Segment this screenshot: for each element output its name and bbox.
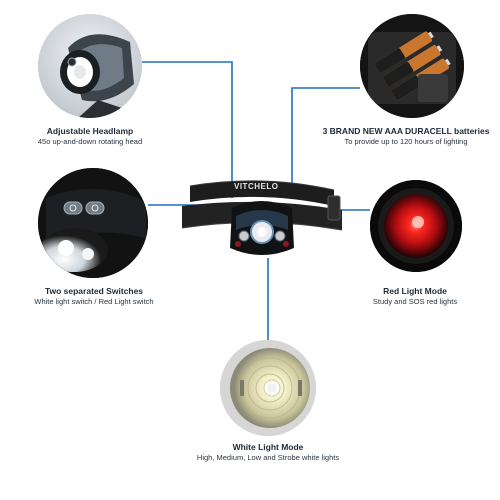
white-mode-feature-label: White Light Mode High, Medium, Low and S… [168, 442, 368, 462]
headlamp-feature-label: Adjustable Headlamp 45o up-and-down rota… [20, 126, 160, 146]
red-mode-closeup-image [370, 180, 462, 272]
headlamp-product: VITCHELO [178, 172, 346, 264]
white-mode-closeup-circle [220, 340, 316, 436]
white-mode-feature-description: High, Medium, Low and Strobe white light… [196, 452, 340, 462]
switches-feature-title: Two separated Switches [44, 286, 144, 296]
switches-feature-description: White light switch / Red Light switch [34, 296, 154, 306]
red-mode-closeup-circle [370, 180, 462, 272]
red-mode-feature-label: Red Light Mode Study and SOS red lights [340, 286, 490, 306]
headlamp-closeup-circle [38, 14, 142, 118]
batteries-closeup-circle [360, 14, 464, 118]
white-mode-closeup-image [220, 340, 316, 436]
switches-feature-label: Two separated Switches White light switc… [14, 286, 174, 306]
batteries-feature-label: 3 BRAND NEW AAA DURACELL batteries To pr… [316, 126, 496, 146]
switches-closeup-image [38, 168, 148, 278]
batteries-feature-description: To provide up to 120 hours of lighting [344, 136, 468, 146]
connector-batteries [291, 87, 360, 198]
batteries-feature-title: 3 BRAND NEW AAA DURACELL batteries [322, 126, 490, 136]
headlamp-product-image [181, 180, 343, 255]
red-mode-feature-title: Red Light Mode [383, 286, 447, 296]
white-mode-feature-title: White Light Mode [232, 442, 304, 452]
brand-label: VITCHELO [234, 182, 279, 191]
red-mode-feature-description: Study and SOS red lights [372, 296, 458, 306]
batteries-closeup-image [360, 14, 464, 118]
headlamp-feature-title: Adjustable Headlamp [46, 126, 134, 136]
connector-headlamp [142, 61, 233, 198]
switches-closeup-circle [38, 168, 148, 278]
headlamp-closeup-image [38, 14, 142, 118]
headlamp-feature-description: 45o up-and-down rotating head [37, 136, 143, 146]
